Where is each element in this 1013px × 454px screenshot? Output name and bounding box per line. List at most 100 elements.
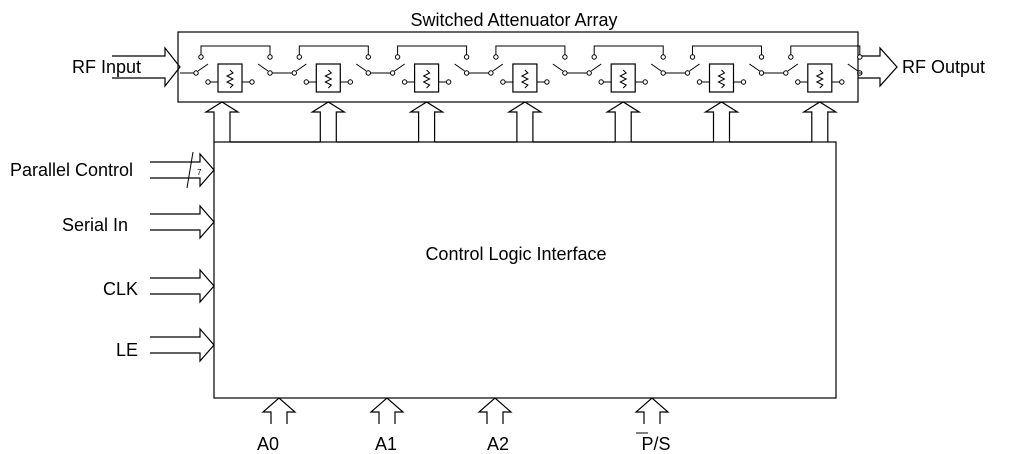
bypass-path <box>397 45 468 55</box>
switch-blade <box>356 63 367 72</box>
control-logic-box <box>213 141 837 399</box>
parallel-control-label: Parallel Control <box>10 160 133 180</box>
switch-blade <box>689 63 700 72</box>
serial-in-arrow <box>150 204 215 240</box>
switch-contact <box>696 79 703 85</box>
switch-contact <box>463 70 470 76</box>
attenuator-stage <box>389 45 489 93</box>
serial-in-label: Serial In <box>62 215 128 235</box>
switch-blade <box>394 63 405 72</box>
parallel-bus-width: 7 <box>197 168 202 177</box>
switch-contact <box>562 70 568 76</box>
switch-contact <box>488 70 494 76</box>
rf-output-arrow <box>858 46 898 88</box>
ps-label: P/S <box>641 434 670 454</box>
switch-contact <box>689 54 696 60</box>
switch-contact <box>291 70 297 76</box>
switch-contact <box>598 79 604 85</box>
switch-contact <box>205 79 211 85</box>
switch-contact <box>303 79 309 85</box>
switch-contact <box>591 54 597 60</box>
resistor-symbol <box>225 69 235 89</box>
resistor-symbol <box>815 69 824 89</box>
attenuator-stages <box>180 45 863 93</box>
switch-contact <box>857 54 863 60</box>
a2-arrow <box>477 397 513 424</box>
switch-contact <box>642 79 648 85</box>
switch-contact <box>562 54 568 60</box>
switch-contact <box>788 54 794 60</box>
switch-blade <box>257 63 269 72</box>
switch-blade <box>492 63 504 72</box>
rf-output-label: RF Output <box>902 57 985 77</box>
attenuator-stage <box>586 45 686 93</box>
switch-contact <box>365 54 371 60</box>
switch-blade <box>650 63 662 72</box>
switch-contact <box>758 70 765 76</box>
switch-contact <box>740 79 747 85</box>
switch-contact <box>347 79 353 85</box>
resistor-symbol <box>717 69 726 89</box>
ps-arrow <box>634 397 670 424</box>
attenuator-stage <box>291 45 391 93</box>
clk-arrow <box>150 268 215 304</box>
bypass-path <box>692 45 762 55</box>
rf-input-arrow <box>112 46 181 88</box>
switch-contact <box>249 79 255 85</box>
switch-contact <box>267 70 273 76</box>
control-bus-arrow <box>703 101 740 142</box>
switch-contact <box>660 54 666 60</box>
control-bus-arrow <box>605 101 642 142</box>
resistor-symbol <box>422 69 431 89</box>
attenuator-array-box <box>177 31 859 103</box>
switch-blade <box>590 63 602 72</box>
switch-blade <box>847 63 859 72</box>
bypass-path <box>495 45 566 55</box>
switch-contact <box>193 70 199 76</box>
switch-contact <box>389 70 396 76</box>
switch-contact <box>684 70 691 76</box>
a2-label: A2 <box>487 434 509 454</box>
switch-blade <box>749 63 760 72</box>
attenuator-stage <box>193 45 293 93</box>
rf-input-label: RF Input <box>72 57 141 77</box>
bypass-path <box>790 45 861 55</box>
attenuator-stage <box>783 45 863 93</box>
switch-contact <box>544 79 550 85</box>
le-arrow <box>150 327 215 363</box>
parallel-control-arrow <box>150 151 215 189</box>
switch-contact <box>660 70 666 76</box>
a0-label: A0 <box>257 434 279 454</box>
bypass-path <box>593 45 664 55</box>
switch-contact <box>401 79 408 85</box>
diagram-title: Switched Attenuator Array <box>410 10 617 30</box>
switch-contact <box>463 54 470 60</box>
switch-blade <box>454 63 465 72</box>
switch-contact <box>394 54 401 60</box>
attenuator-stage <box>684 45 784 93</box>
a1-arrow <box>369 397 405 424</box>
control-logic-label: Control Logic Interface <box>425 244 606 264</box>
le-label: LE <box>116 340 138 360</box>
control-bus <box>203 101 838 143</box>
switch-contact <box>445 79 452 85</box>
switch-contact <box>500 79 506 85</box>
a0-arrow <box>261 397 297 424</box>
bypass-path <box>298 45 369 55</box>
switch-blade <box>197 63 209 72</box>
switch-contact <box>839 79 845 85</box>
switch-blade <box>787 63 799 72</box>
resistor-symbol <box>324 69 333 89</box>
resistor-symbol <box>520 69 530 89</box>
switch-contact <box>267 54 273 60</box>
attenuator-stage <box>488 45 588 93</box>
switch-contact <box>758 54 765 60</box>
control-bus-arrow <box>801 101 838 142</box>
resistor-symbol <box>619 69 628 89</box>
a1-label: A1 <box>375 434 397 454</box>
control-bus-arrow <box>408 101 445 142</box>
switch-blade <box>552 63 564 72</box>
switch-contact <box>795 79 801 85</box>
bypass-path <box>200 45 271 55</box>
